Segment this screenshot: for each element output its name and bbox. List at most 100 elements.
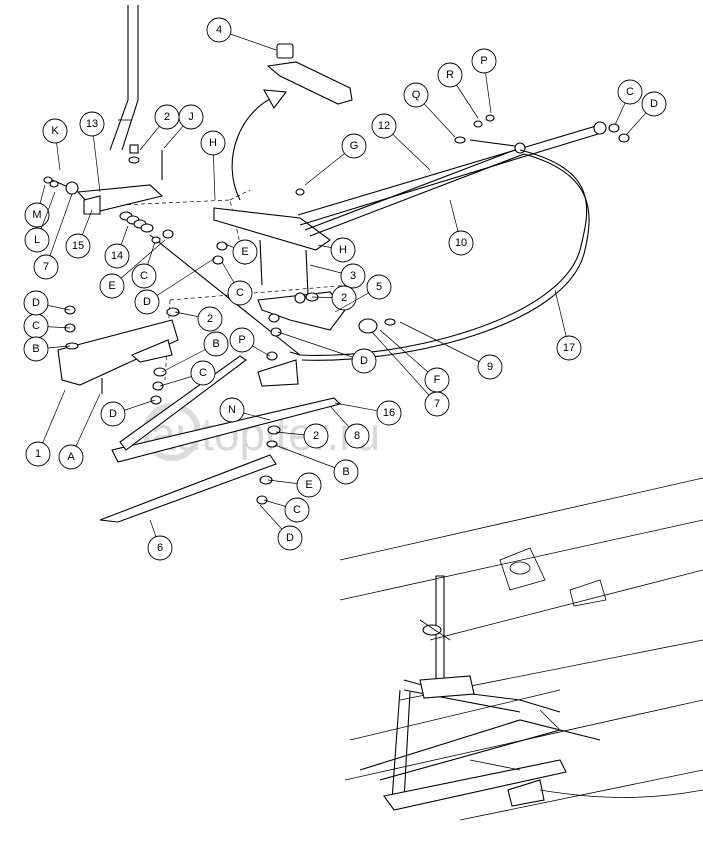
callout-label: F	[434, 374, 441, 386]
callout-circle	[344, 423, 370, 449]
callout-c3: 3	[309, 263, 366, 289]
callout-label: A	[67, 451, 75, 463]
callout-circle	[24, 227, 50, 253]
callout-c5: 5	[334, 274, 392, 313]
callout-circle	[477, 354, 503, 380]
callout-cN: N	[219, 397, 271, 423]
callout-label: C	[140, 270, 148, 282]
callout-cF: F	[379, 329, 450, 393]
callout-cD4: D	[23, 290, 71, 316]
callout-label: E	[108, 280, 115, 292]
callout-circle	[147, 535, 173, 561]
part-1-bracket	[57, 319, 179, 386]
leader-line	[371, 331, 438, 405]
callout-circle	[25, 441, 51, 467]
callout-c6: 6	[147, 519, 173, 561]
exploded-view	[43, 5, 630, 523]
callout-label: 9	[487, 361, 493, 373]
callout-label: N	[228, 404, 236, 416]
callout-label: 13	[86, 118, 98, 130]
part-6-blade	[99, 454, 277, 523]
callout-cH1: H	[200, 130, 226, 201]
callout-circle	[366, 274, 392, 300]
callout-circle	[23, 290, 49, 316]
callout-label: C	[32, 320, 40, 332]
callout-cC5: C	[159, 360, 216, 387]
part-4-nut	[276, 43, 294, 59]
callout-label: C	[626, 86, 634, 98]
callout-cH2: H	[317, 237, 356, 263]
callout-label: 8	[354, 430, 360, 442]
fasteners	[43, 114, 630, 505]
callout-label: R	[446, 69, 454, 81]
callout-circle	[23, 336, 49, 362]
leader-line	[277, 331, 365, 362]
callout-label: 12	[378, 120, 390, 132]
callout-label: 14	[111, 250, 123, 262]
callout-circle	[206, 17, 232, 43]
callout-c16: 16	[334, 400, 402, 426]
callout-c10: 10	[448, 199, 474, 256]
callout-circle	[178, 104, 204, 130]
callout-circle	[24, 202, 50, 228]
callout-label: C	[236, 287, 244, 299]
callout-circle	[99, 273, 125, 299]
callout-circle	[341, 133, 367, 159]
callout-circle	[200, 130, 226, 156]
callout-label: 1	[35, 448, 41, 460]
callout-cD1: D	[625, 91, 667, 136]
callout-c9: 9	[399, 321, 503, 380]
callout-label: 17	[563, 342, 575, 354]
callout-circle	[134, 289, 160, 315]
callout-cB2: B	[161, 331, 229, 373]
callout-c2b: 2	[311, 285, 357, 311]
callout-label: 6	[157, 542, 163, 554]
leader-line	[274, 444, 347, 473]
installed-view	[339, 477, 703, 821]
callout-c13: 13	[79, 111, 105, 193]
callout-label: D	[32, 297, 40, 309]
callout-circle	[100, 401, 126, 427]
callout-label: M	[32, 209, 41, 221]
callout-c1: 1	[25, 389, 66, 467]
callout-c7a: 7	[33, 193, 73, 280]
callout-cC1: C	[614, 79, 643, 126]
callout-label: C	[293, 504, 301, 516]
callout-circle	[33, 254, 59, 280]
callout-label: D	[286, 532, 294, 544]
callout-circle	[203, 331, 229, 357]
pivot-bracket	[257, 359, 299, 387]
callout-circle	[42, 118, 68, 144]
callout-circle	[330, 237, 356, 263]
callout-circle	[229, 327, 255, 353]
callout-cC2: C	[131, 241, 157, 289]
callout-label: L	[34, 234, 40, 246]
callout-label: 2	[341, 292, 347, 304]
callout-cJ: J	[163, 104, 204, 149]
callout-circle	[227, 280, 253, 306]
callout-label: 4	[216, 24, 222, 36]
callout-circle	[131, 263, 157, 289]
callout-circle	[376, 400, 402, 426]
callout-circle	[104, 243, 130, 269]
callout-c12: 12	[371, 113, 431, 171]
callout-label: H	[339, 244, 347, 256]
callout-cA: A	[58, 393, 101, 470]
callout-label: 7	[43, 261, 49, 273]
callout-circle	[617, 79, 643, 105]
callout-circle	[58, 444, 84, 470]
callout-circle	[403, 82, 429, 108]
callout-cD6: D	[259, 504, 303, 551]
callout-label: 15	[72, 240, 84, 252]
callout-circle	[641, 91, 667, 117]
callout-label: 5	[376, 281, 382, 293]
callout-circle	[351, 348, 377, 374]
callout-cC4: C	[23, 313, 71, 339]
callout-label: B	[32, 343, 39, 355]
callout-label: Q	[412, 89, 421, 101]
part-14-spring	[119, 211, 154, 233]
callout-circle	[190, 360, 216, 386]
